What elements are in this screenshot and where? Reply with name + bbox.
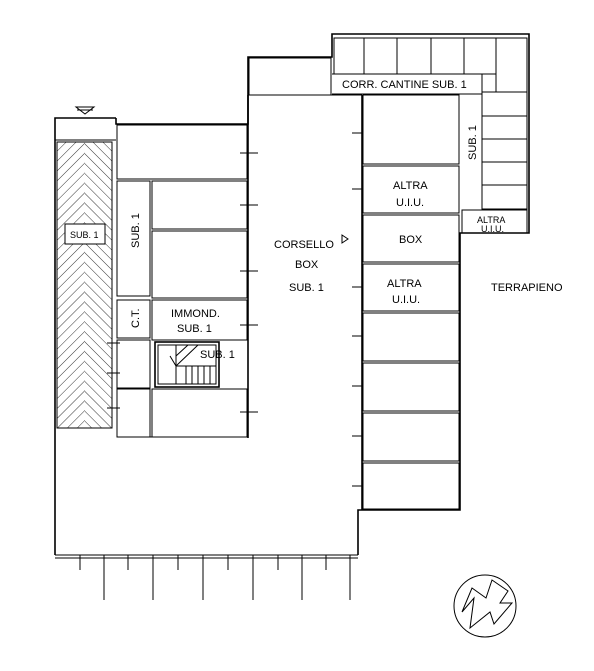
corsello-line3: SUB. 1 xyxy=(289,282,324,294)
sub1-hatched-label: SUB. 1 xyxy=(70,230,99,240)
box-label: BOX xyxy=(399,234,423,246)
left-boxes xyxy=(116,124,258,438)
altra-b-line1: ALTRA xyxy=(387,278,422,290)
altra-a-line2: U.I.U. xyxy=(396,197,424,209)
outer-perimeter xyxy=(54,33,530,556)
corsello-line2: BOX xyxy=(295,259,319,271)
sub1-stair-label: SUB. 1 xyxy=(200,349,235,361)
altra-small-line1: ALTRA xyxy=(477,215,505,225)
immond-line1: IMMOND. xyxy=(171,308,220,320)
north-arrow-icon xyxy=(453,574,517,638)
right-boxes xyxy=(352,94,460,510)
bottom-posts xyxy=(55,555,358,600)
altra-b-line2: U.I.U. xyxy=(392,294,420,306)
corridor-walls xyxy=(247,94,363,510)
altra-small-line2: U.I.U. xyxy=(481,224,504,234)
ct-label: C.T. xyxy=(130,308,142,328)
entrance-arrow-icon xyxy=(341,234,349,244)
cellars-block xyxy=(248,37,528,234)
sub1-vertical-label: SUB. 1 xyxy=(130,213,142,248)
terrapieno-label: TERRAPIENO xyxy=(491,282,563,294)
hatched-ramp xyxy=(56,106,113,429)
corr-cantine-label: CORR. CANTINE SUB. 1 xyxy=(342,79,467,91)
sub1-right-label: SUB. 1 xyxy=(467,125,479,160)
immond-line2: SUB. 1 xyxy=(177,323,212,335)
stair-block xyxy=(154,341,220,388)
altra-a-line1: ALTRA xyxy=(393,180,428,192)
corsello-line1: CORSELLO xyxy=(274,239,334,251)
